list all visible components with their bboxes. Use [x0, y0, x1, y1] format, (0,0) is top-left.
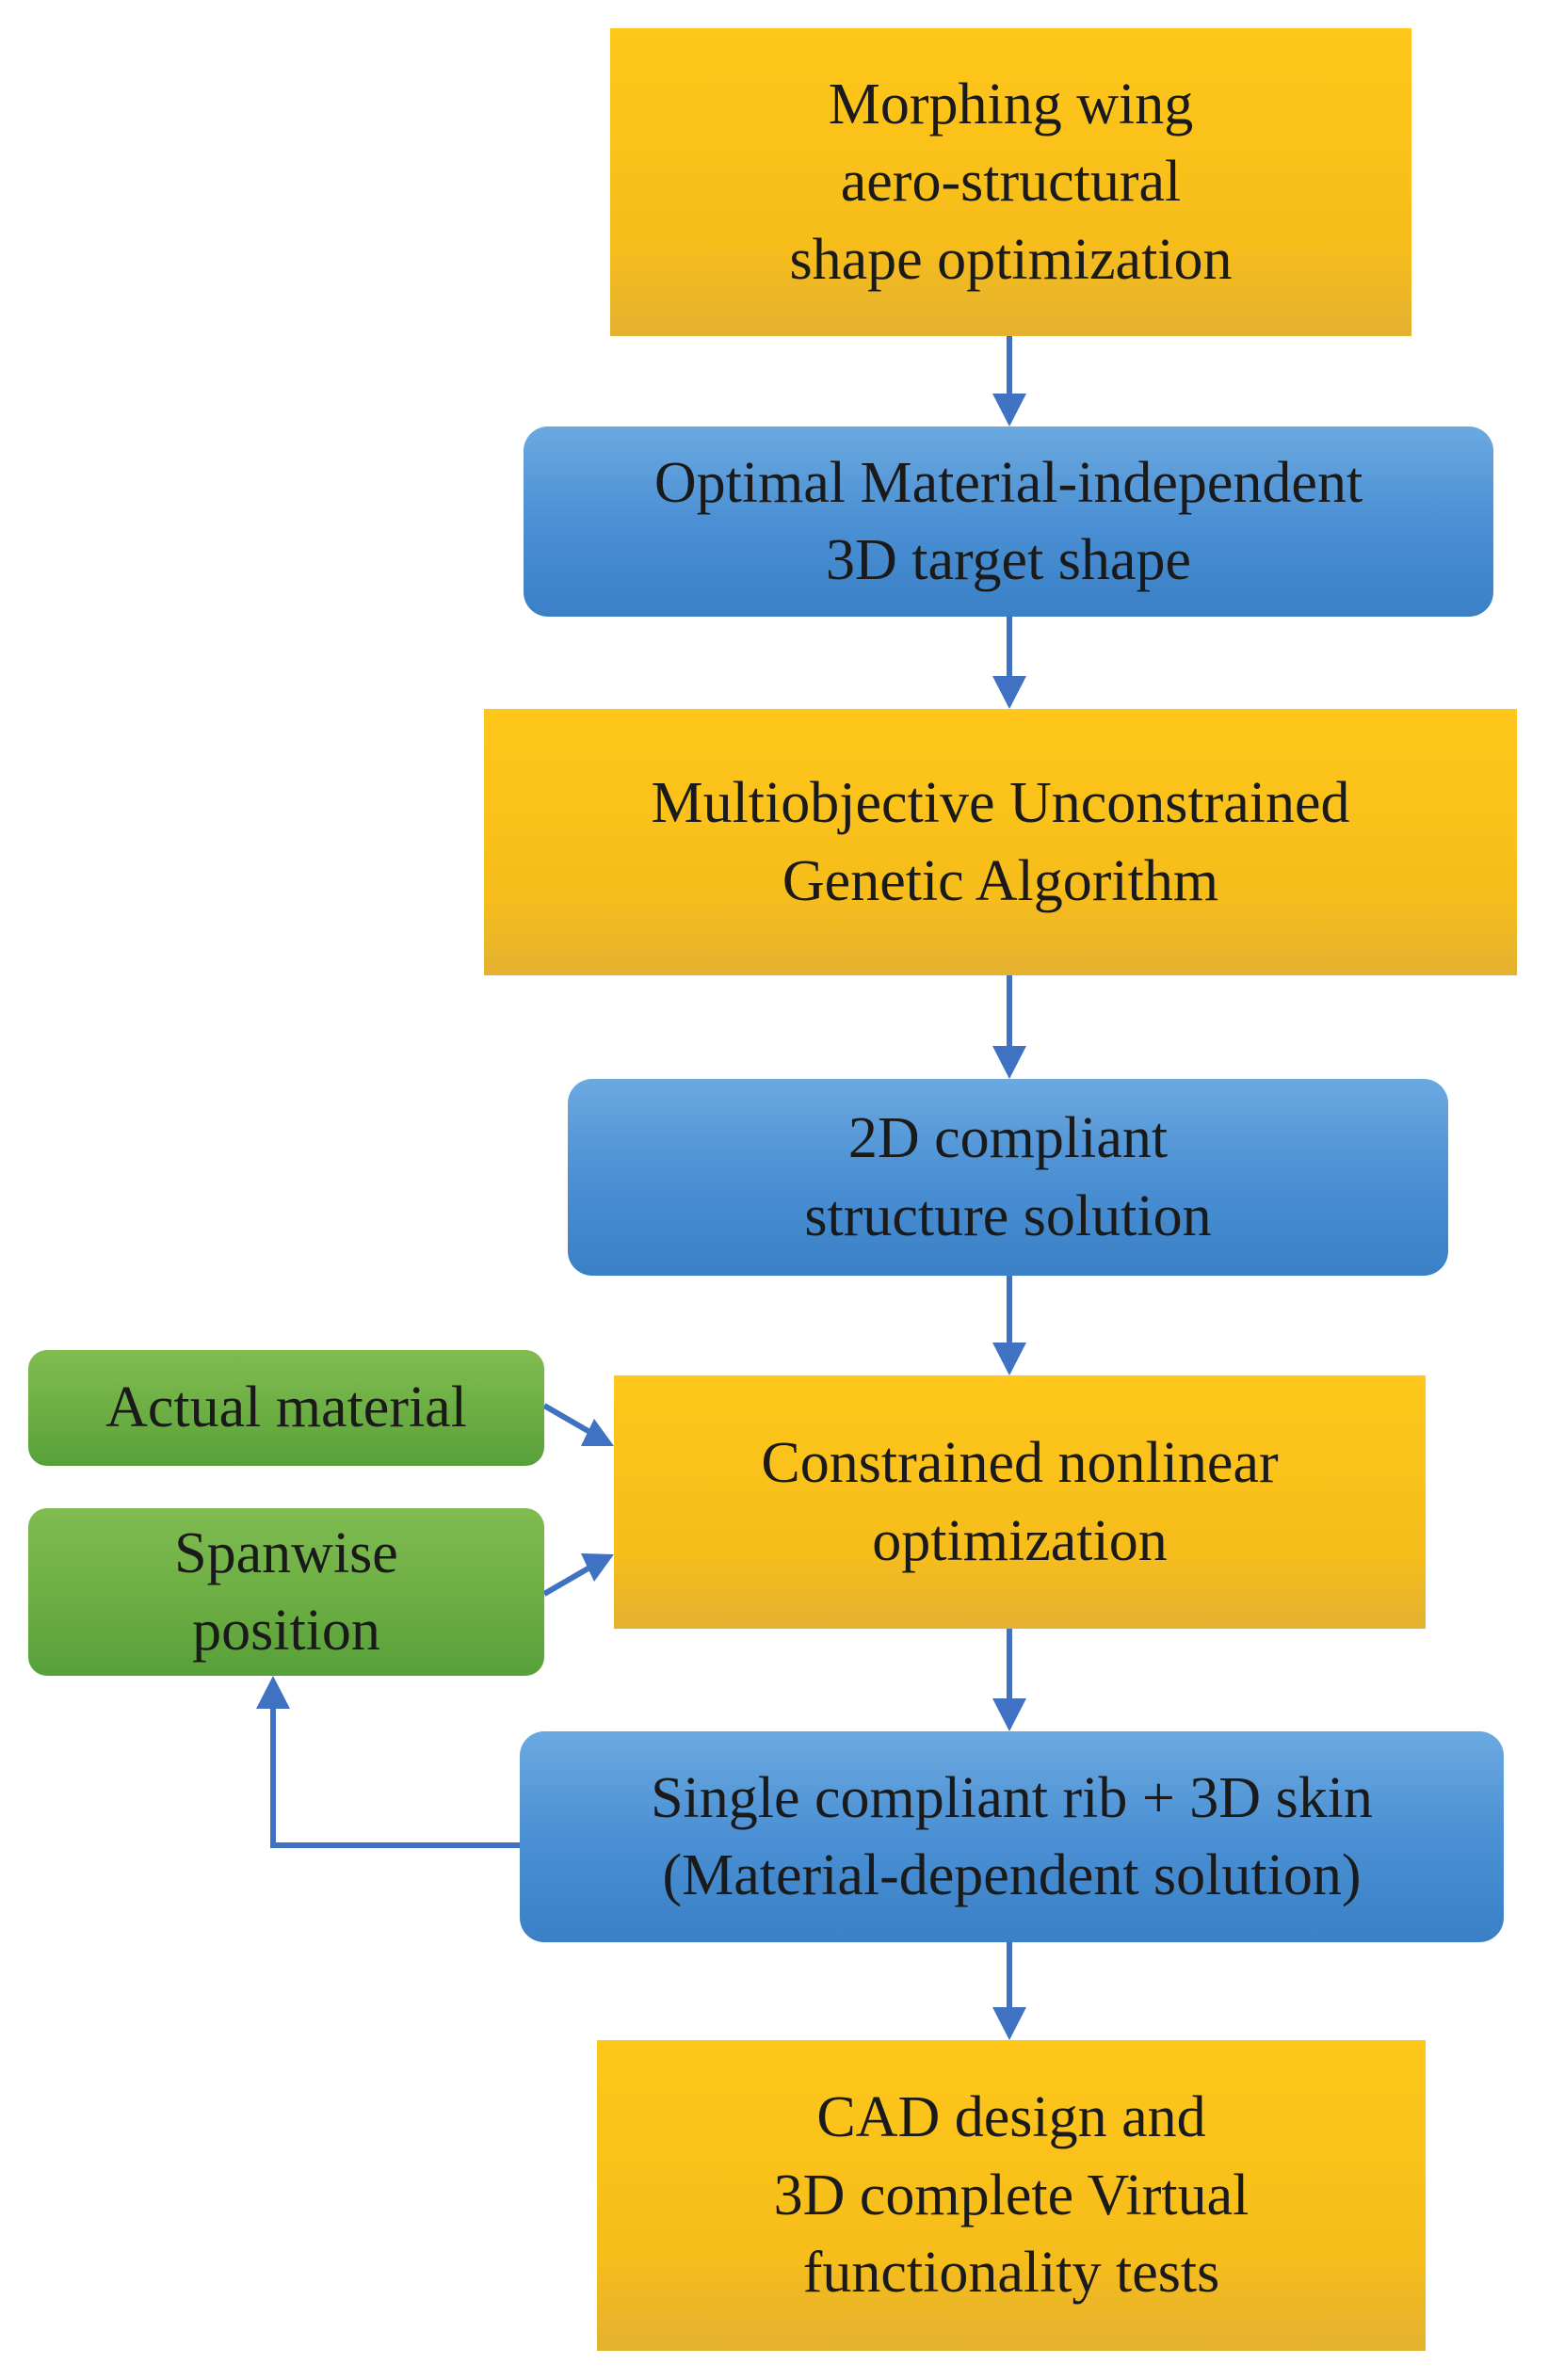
actual-material-label-line: Actual material [105, 1375, 467, 1440]
target-shape-node: Optimal Material-independent 3D target sh… [524, 426, 1493, 617]
arrowhead-compliant-to-constrained [992, 1343, 1026, 1375]
compliant-structure-node: 2D compliant structure solution [568, 1079, 1448, 1276]
arrowhead-target-to-genetic [992, 676, 1026, 709]
arrowhead-genetic-to-compliant [992, 1046, 1026, 1079]
spanwise-position-node: Spanwise position [28, 1508, 544, 1676]
target-shape-label-line: 3D target shape [826, 528, 1191, 592]
cad-design-node: CAD design and 3D complete Virtual functio… [597, 2040, 1426, 2351]
arrowhead-spanwise [581, 1553, 614, 1582]
cad-label-line: 3D complete Virtual [773, 2163, 1250, 2227]
spanwise-label-line: Spanwise [174, 1520, 398, 1585]
single-rib-label-line: (Material-dependent solution) [662, 1843, 1362, 1907]
genetic-label-line: Multiobjective Unconstrained [651, 771, 1350, 836]
constrained-label-line: optimization [872, 1508, 1168, 1573]
compliant-2d-label-line: 2D compliant [847, 1106, 1169, 1171]
arrow-single-rib-to-spanwise [270, 1695, 520, 1848]
morphing-label-line: shape optimization [789, 227, 1233, 292]
arrowhead-single-rib-to-cad [992, 2007, 1026, 2040]
compliant-2d-label-line: structure solution [804, 1183, 1212, 1248]
arrowhead-actual-material [581, 1419, 614, 1446]
morphing-label-line: aero-structural [840, 150, 1182, 215]
constrained-label-line: Constrained nonlinear [761, 1431, 1279, 1496]
genetic-label-line: Genetic Algorithm [782, 848, 1219, 913]
single-rib-node: Single compliant rib + 3D skin (Material-… [520, 1731, 1504, 1942]
arrowhead-morphing-to-target [992, 394, 1026, 426]
single-rib-label-line: Single compliant rib + 3D skin [651, 1765, 1373, 1830]
arrowhead-constrained-to-single-rib [992, 1698, 1026, 1731]
constrained-optimization-node: Constrained nonlinear optimization [614, 1375, 1426, 1629]
target-shape-label-line: Optimal Material-independent [653, 450, 1363, 515]
arrowhead-single-rib-to-spanwise [256, 1676, 290, 1709]
actual-material-node: Actual material [28, 1350, 544, 1466]
morphing-wing-node: Morphing wing aero-structural shape optimi… [610, 28, 1411, 336]
cad-label-line: functionality tests [802, 2241, 1220, 2306]
cad-label-line: CAD design and [816, 2085, 1206, 2150]
spanwise-label-line: position [192, 1599, 380, 1663]
morphing-label-line: Morphing wing [828, 72, 1194, 137]
